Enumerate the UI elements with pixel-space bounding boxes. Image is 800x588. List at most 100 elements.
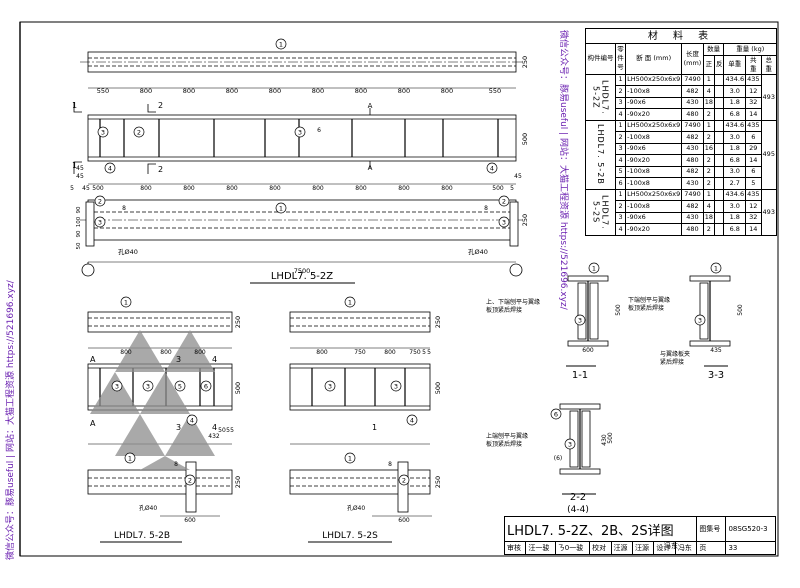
top-dim-4: 800: [269, 87, 281, 95]
sum-weight: 493: [760, 73, 778, 121]
unit-weight: 1.8: [723, 211, 747, 224]
bl-dim-3: 432: [208, 433, 220, 440]
section: -90x20: [625, 154, 683, 167]
top-weld-8-right: 8: [484, 205, 488, 212]
top-sec-2-up: 2: [158, 101, 163, 110]
page-number: 33: [725, 541, 776, 555]
part-no: 2: [614, 200, 627, 213]
sec22-note-a: 上端刨平与翼缘: [486, 432, 528, 440]
count-pos: 2: [702, 165, 715, 178]
top-callout-2: 2: [137, 129, 141, 137]
bl-dim-0: 800: [120, 349, 132, 356]
sec33-callout-3: 3: [698, 317, 702, 325]
top-callout-3c: 3: [502, 219, 506, 227]
unit-weight: 3.0: [723, 131, 747, 144]
top-callout-2b: 2: [98, 198, 102, 206]
top-callout-3b-circle: [94, 216, 106, 228]
col-count: 数量: [702, 43, 725, 56]
total-weight: 435: [745, 73, 762, 86]
bm-sec-1: 1: [372, 423, 377, 432]
bl-dim-6: 5: [230, 427, 234, 434]
total-weight: 29: [745, 142, 762, 155]
top-callout-1b: 1: [279, 205, 283, 213]
sec11-callout-1-circle: [588, 262, 600, 274]
bm-height-bot: 250: [434, 476, 442, 488]
top-height: 250: [521, 56, 529, 68]
sec11-note-a: 上、下端刨平与翼缘: [486, 298, 540, 306]
sec11-note-b: 板顶紧后焊接: [486, 306, 522, 314]
count-neg: [713, 131, 725, 144]
bm-callout-3-circle: [324, 380, 336, 392]
count-neg: [713, 85, 725, 98]
sec33-callout-1: 1: [714, 265, 718, 273]
count-pos: 2: [702, 223, 715, 236]
top-callout-3c-circle: [498, 216, 510, 228]
bm-callout-1-circle: [344, 296, 356, 308]
top-mid-dim-3: 45: [82, 185, 90, 192]
bl-callout-1b: 1: [128, 455, 132, 463]
top-callout-3d: 3: [298, 129, 302, 137]
bm-callout-4-circle: [406, 414, 418, 426]
unit-weight: 2.7: [723, 177, 747, 190]
length: 7490: [681, 188, 704, 201]
bl-dim-bot: 600: [184, 517, 196, 524]
atlas-label: 图集号: [696, 516, 727, 542]
top-left-vert-0: 90: [76, 206, 82, 213]
col-section: 断 面 (mm): [625, 43, 683, 75]
member-id: LHDL7. 5-2B: [585, 119, 616, 190]
total-weight: 435: [745, 119, 762, 132]
top-callout-2c-circle: [498, 195, 510, 207]
count-neg: [713, 223, 725, 236]
length: 482: [681, 131, 704, 144]
top-dim-1: 800: [140, 87, 152, 95]
bm-callout-2: 2: [402, 477, 406, 485]
bm-dim-3: 750: [409, 349, 421, 356]
bl-drawing-label: LHDL7. 5-2B: [114, 531, 170, 541]
sec11-label: 1-1: [572, 370, 588, 381]
count-pos: 16: [702, 142, 715, 155]
count-pos: 2: [702, 154, 715, 167]
unit-weight: 6.8: [723, 108, 747, 121]
count-neg: [713, 96, 725, 109]
top-callout-3a-circle: [97, 126, 109, 138]
page-label: 页: [696, 541, 727, 555]
top-dim-7: 800: [398, 87, 410, 95]
watermark-left: 微信公众号：豚易useful | 网站：大猫工程资源 https://52169…: [6, 280, 16, 560]
bl-sec-4-dn: 4: [212, 423, 217, 432]
part-no: 1: [614, 119, 627, 132]
length: 430: [681, 142, 704, 155]
length: 430: [681, 96, 704, 109]
top-callout-2c: 2: [502, 198, 506, 206]
sec33-note-b: 板顶紧后焊接: [628, 304, 664, 312]
count-pos: 2: [702, 108, 715, 121]
top-callout-4b: 4: [490, 165, 494, 173]
bm-callout-3b: 3: [394, 383, 398, 391]
bm-hole: 孔Ø40: [347, 504, 366, 512]
col-member: 构件编号: [585, 43, 616, 75]
bl-sec-4-up: 4: [212, 355, 217, 364]
top-mid-dim-5: 800: [140, 185, 152, 192]
part-no: 1: [614, 188, 627, 201]
sec11-callout-3-circle: [574, 314, 586, 326]
col-sum-weight: 总重: [760, 54, 778, 75]
count-pos: 2: [702, 177, 715, 190]
sum-weight: 493: [760, 188, 778, 236]
part-no: 3: [614, 142, 627, 155]
total-weight: 32: [745, 211, 762, 224]
section: -100x8: [625, 131, 683, 144]
count-pos: 1: [702, 188, 715, 201]
top-callout-4a-circle: [104, 162, 116, 174]
part-no: 4: [614, 223, 627, 236]
count-neg: [713, 119, 725, 132]
unit-weight: 434.6: [723, 73, 747, 86]
sec33-dim-a: 500: [737, 304, 744, 316]
top-mid-dim-12: 800: [441, 185, 453, 192]
bm-callout-3: 3: [328, 383, 332, 391]
bl-callout-5: 5: [178, 383, 182, 391]
bl-callout-3b: 3: [146, 383, 150, 391]
bm-dim-0: 800: [316, 349, 328, 356]
bl-sec-A-up: A: [90, 355, 96, 364]
